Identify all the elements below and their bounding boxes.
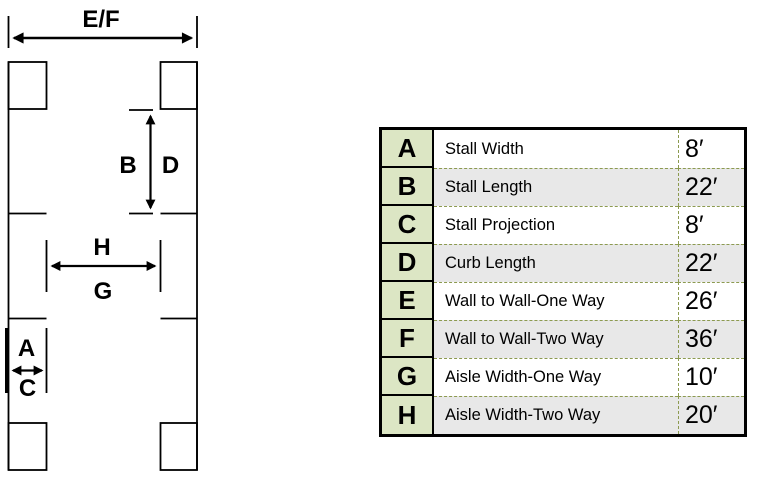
ac-wall-edge-bar [5, 328, 9, 393]
dimensions-table: A Stall Width 8′ B Stall Length 22′ C St… [379, 127, 747, 437]
row-key-cell: G [382, 358, 434, 396]
table-row: B Stall Length 22′ [382, 168, 744, 206]
dimension-ac [5, 328, 48, 393]
label-curb-length: D [162, 152, 179, 179]
row-key-cell: D [382, 244, 434, 282]
row-value-cell: 8′ [678, 206, 744, 244]
stall-boxes [7, 61, 198, 471]
row-value-cell: 36′ [678, 320, 744, 358]
stall-box-bottom-left [7, 422, 48, 471]
row-label-cell: Stall Projection [434, 206, 678, 244]
row-key-cell: H [382, 396, 434, 434]
row-label-cell: Aisle Width-Two Way [434, 396, 678, 434]
row-key-cell: E [382, 282, 434, 320]
row-label-cell: Stall Length [434, 168, 678, 206]
row-value-cell: 20′ [678, 396, 744, 434]
table-row: D Curb Length 22′ [382, 244, 744, 282]
table-row: G Aisle Width-One Way 10′ [382, 358, 744, 396]
row-value-cell: 22′ [678, 244, 744, 282]
dimension-bd [129, 109, 156, 215]
stall-separator-lines [8, 212, 197, 320]
row-key-cell: A [382, 130, 434, 168]
table-row: E Wall to Wall-One Way 26′ [382, 282, 744, 320]
row-key-cell: B [382, 168, 434, 206]
row-label-cell: Curb Length [434, 244, 678, 282]
row-value-cell: 10′ [678, 358, 744, 396]
row-value-cell: 8′ [678, 130, 744, 168]
row-value-cell: 26′ [678, 282, 744, 320]
stall-box-bottom-right [159, 422, 198, 471]
row-label-cell: Wall to Wall-One Way [434, 282, 678, 320]
dimension-hg [45, 240, 162, 292]
label-stall-projection: C [19, 375, 36, 402]
stall-box-top-right [159, 61, 198, 110]
label-aisle-one-way: G [94, 278, 113, 305]
wall-lines [7, 62, 198, 470]
table-row: H Aisle Width-Two Way 20′ [382, 396, 744, 434]
row-label-cell: Wall to Wall-Two Way [434, 320, 678, 358]
parking-layout-diagram: E/F B D H G A C [5, 6, 198, 471]
label-stall-length: B [119, 152, 136, 179]
table-row: F Wall to Wall-Two Way 36′ [382, 320, 744, 358]
label-wall-to-wall: E/F [82, 6, 119, 33]
table-row: C Stall Projection 8′ [382, 206, 744, 244]
stall-box-top-left [7, 61, 48, 110]
row-key-cell: C [382, 206, 434, 244]
row-value-cell: 22′ [678, 168, 744, 206]
row-label-cell: Aisle Width-One Way [434, 358, 678, 396]
dimension-ef [7, 16, 198, 48]
label-stall-width: A [18, 335, 35, 362]
row-key-cell: F [382, 320, 434, 358]
label-aisle-two-way: H [93, 234, 110, 261]
table-row: A Stall Width 8′ [382, 130, 744, 168]
row-label-cell: Stall Width [445, 139, 524, 158]
